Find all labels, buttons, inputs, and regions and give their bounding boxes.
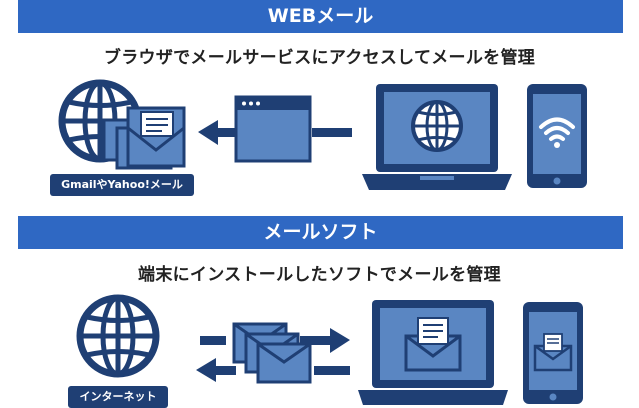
envelope-stack-icon xyxy=(102,106,186,170)
envelope-icon xyxy=(404,317,462,372)
webmail-section-header: WEBメール xyxy=(18,0,623,33)
mailsoft-caption: 端末にインストールしたソフトでメールを管理 xyxy=(138,265,501,285)
envelope-icon xyxy=(533,333,573,372)
arrow-icon xyxy=(200,336,226,345)
service-label: GmailやYahoo!メール xyxy=(50,174,194,196)
arrow-icon xyxy=(300,328,350,353)
browser-window-icon xyxy=(234,95,312,163)
mailsoft-section-header: メールソフト xyxy=(18,216,623,249)
internet-label: インターネット xyxy=(68,386,168,408)
arrow-icon xyxy=(198,120,238,145)
arrow-icon xyxy=(196,358,236,382)
globe-icon xyxy=(411,100,463,152)
connector-line xyxy=(312,128,352,137)
globe-icon xyxy=(76,294,160,378)
wifi-icon xyxy=(539,117,575,148)
webmail-caption: ブラウザでメールサービスにアクセスしてメールを管理 xyxy=(103,48,536,68)
arrow-icon xyxy=(314,366,350,375)
envelope-stack-icon xyxy=(232,322,312,384)
